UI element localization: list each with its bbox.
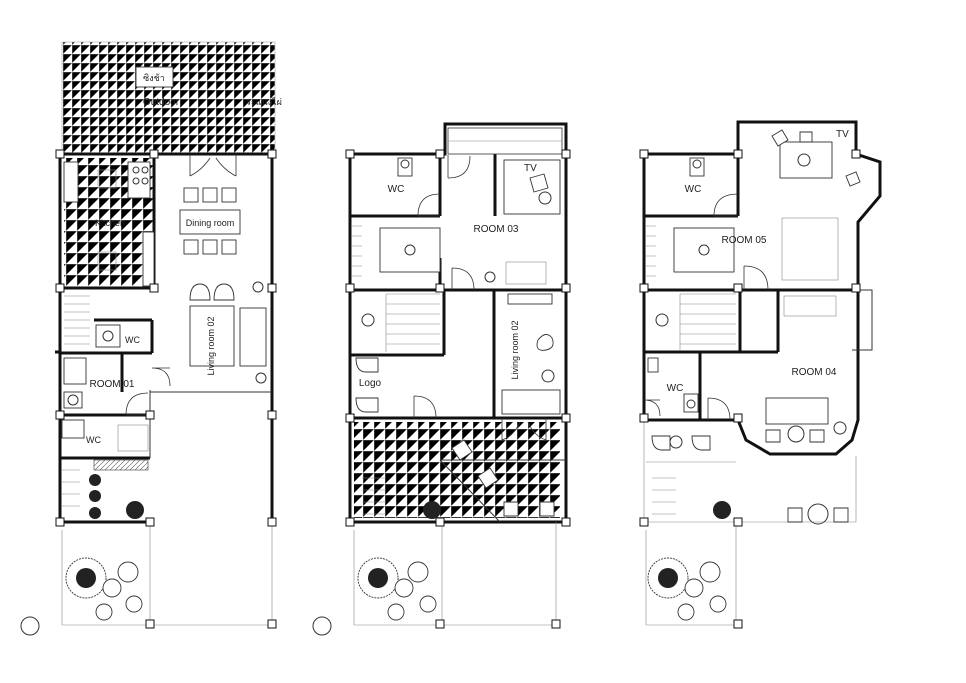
tv-area (503, 159, 561, 215)
dining-label: Dining room (186, 218, 235, 228)
room-01-label: ROOM 01 (89, 379, 134, 390)
bay-window (852, 289, 873, 351)
third-floor-plan: WC TV ROOM 05 ROOM 04 WC (639, 120, 882, 629)
ground-floor-plan: ซิงช้า Outdoor ระแนงไผ่ Kitchen Dining r… (20, 41, 282, 636)
shrub (126, 501, 144, 519)
dining-table (179, 209, 241, 235)
tv-label: TV (524, 163, 537, 174)
stairs (679, 293, 736, 350)
second-floor-plan: WC TV ROOM 03 Living room 02 Logo (312, 122, 571, 636)
wc-a-label: WC (125, 335, 140, 345)
interior-walls (55, 154, 156, 460)
outer-walls (58, 152, 274, 524)
wc-a-label: WC (685, 184, 702, 195)
partition-lines (149, 390, 272, 458)
garden-lines (61, 522, 273, 626)
kitchen-counter (63, 161, 79, 203)
logo-label: Logo (359, 378, 382, 389)
wardrobe (352, 225, 362, 277)
columns (55, 149, 277, 629)
wc-b-label: WC (667, 383, 684, 394)
kitchen-island (142, 231, 155, 287)
bed (379, 227, 441, 273)
north-marker (20, 616, 40, 636)
room-03-label: ROOM 03 (473, 224, 518, 235)
interior-walls (350, 154, 568, 420)
terrace-door (189, 154, 237, 177)
toilet-b (61, 419, 85, 439)
toilet (95, 324, 121, 348)
wc-b-label: WC (86, 435, 101, 445)
stairs (385, 293, 440, 352)
room-04-label: ROOM 04 (791, 367, 836, 378)
front-terrace (354, 422, 560, 518)
room-01-door (151, 367, 171, 387)
interior-walls (644, 154, 858, 420)
bed (673, 227, 735, 273)
balcony-door (447, 155, 471, 179)
outdoor-label: Outdoor (143, 97, 180, 108)
swing-label: ซิงช้า (143, 73, 165, 83)
outdoor-deck (61, 41, 276, 155)
swing-bench (135, 66, 174, 88)
room-05-label: ROOM 05 (721, 235, 766, 246)
columns (345, 149, 571, 629)
sofa (239, 307, 267, 367)
kitchen-lamp (97, 169, 117, 189)
tv-table (779, 141, 833, 179)
planter (93, 459, 149, 471)
plant (252, 281, 264, 293)
sofa (501, 389, 561, 415)
kitchen-label: Kitchen (95, 218, 125, 228)
living-label: Living room 02 (206, 316, 216, 375)
living-label: Living room 02 (510, 320, 520, 379)
desk (765, 397, 829, 425)
coffee-table (189, 305, 235, 367)
tv-label: TV (836, 129, 849, 140)
armchair (189, 283, 211, 301)
bamboo-screen-label: ระแนงไผ่ (246, 97, 282, 107)
columns (639, 149, 861, 629)
north-marker (312, 616, 332, 636)
wc-label: WC (388, 184, 405, 195)
toilet (397, 157, 413, 177)
bed (63, 357, 87, 385)
stairs (64, 295, 90, 345)
washer (63, 391, 83, 409)
outer-walls (642, 120, 882, 456)
